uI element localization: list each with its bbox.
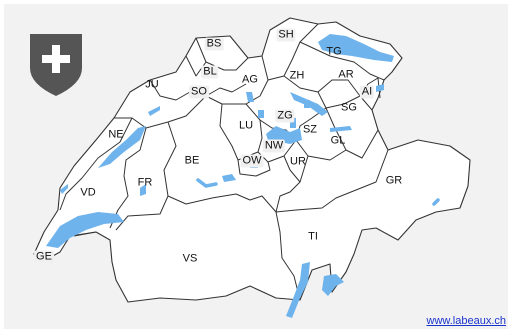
canton-label-so[interactable]: SO (189, 85, 209, 99)
canton-label-fr[interactable]: FR (137, 176, 153, 189)
canton-label-gr[interactable]: GR (385, 174, 403, 187)
lake-neuchatel (98, 126, 146, 168)
lake-brienz (222, 174, 236, 182)
credit-link[interactable]: www.labeaux.ch (426, 315, 507, 327)
canton-label-bl[interactable]: BL (201, 65, 219, 79)
canton-label-ag[interactable]: AG (242, 73, 258, 86)
canton-label-sh[interactable]: SH (276, 28, 296, 42)
lake-biel (148, 106, 160, 116)
lake-murten (140, 184, 146, 196)
canton-label-sg[interactable]: SG (341, 101, 357, 114)
canton-label-be[interactable]: BE (184, 154, 200, 167)
canton-label-vd[interactable]: VD (80, 186, 96, 199)
canton-label-ti[interactable]: TI (308, 230, 318, 243)
lake-sils (432, 198, 440, 206)
lake-sempach (246, 92, 254, 102)
map-frame: BS SH TG BL JU AG ZH AR AI SO SG ZG LU N… (4, 4, 508, 329)
canton-label-ai[interactable]: AI (359, 85, 375, 99)
canton-label-sz[interactable]: SZ (302, 123, 318, 136)
lake-joux (60, 184, 68, 194)
canton-label-lu[interactable]: LU (238, 119, 254, 132)
lake-maggiore (286, 262, 310, 318)
canton-label-tg[interactable]: TG (326, 45, 342, 58)
swiss-cross-shield-icon (30, 34, 82, 96)
canton-label-gl[interactable]: GL (330, 134, 346, 147)
canton-label-ne[interactable]: NE (108, 128, 124, 141)
lake-lugano (322, 274, 344, 296)
lake-hallwil (258, 110, 264, 118)
canton-label-ar[interactable]: AR (338, 68, 354, 81)
canton-label-ow[interactable]: OW (240, 154, 264, 168)
canton-label-nw[interactable]: NW (262, 139, 286, 153)
canton-label-bs[interactable]: BS (204, 37, 224, 51)
canton-label-ur[interactable]: UR (290, 155, 306, 168)
lake-geneva (46, 212, 124, 248)
canton-label-ju[interactable]: JU (145, 78, 159, 91)
canton-label-zg[interactable]: ZG (275, 109, 295, 123)
lake-obersee (376, 84, 384, 92)
canton-label-zh[interactable]: ZH (289, 69, 305, 82)
canton-label-ge[interactable]: GE (34, 250, 54, 264)
lake-thun (196, 178, 218, 188)
lake-walen (330, 126, 352, 132)
lake-constance (318, 34, 394, 62)
canton-label-vs[interactable]: VS (182, 252, 198, 265)
lake-greifen (304, 100, 310, 108)
